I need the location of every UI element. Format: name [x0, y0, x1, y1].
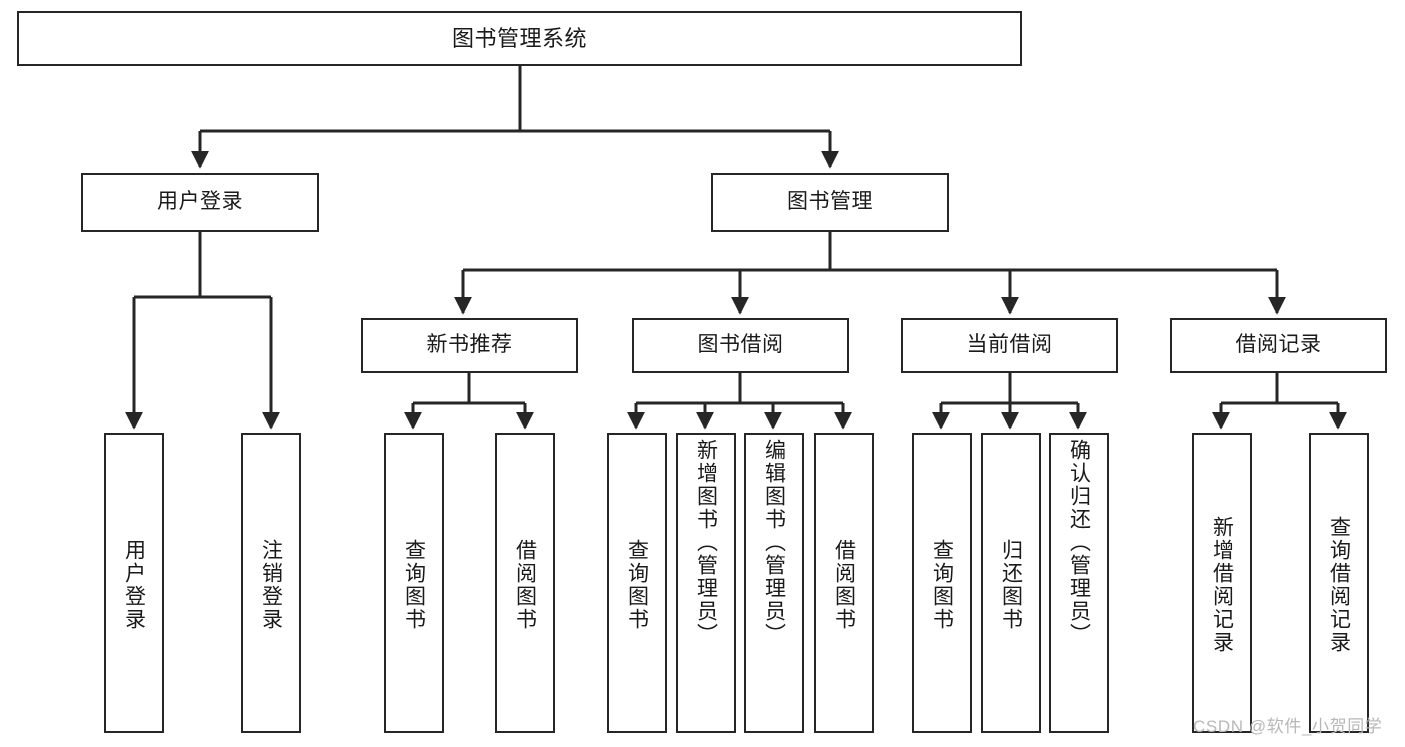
leaf-borrow-record-query[interactable]: 查询借阅记录 — [1309, 433, 1369, 733]
node-label: 查询图书 — [930, 539, 954, 631]
leaf-book-borrow-query[interactable]: 查询图书 — [607, 433, 667, 733]
node-label: 归还图书 — [999, 539, 1023, 631]
leaf-book-borrow-borrow[interactable]: 借阅图书 — [814, 433, 874, 733]
node-book-borrow[interactable]: 图书借阅 — [632, 318, 849, 373]
leaf-book-borrow-add[interactable]: 新增图书（管理员） — [676, 433, 736, 733]
node-label: 新书推荐 — [426, 333, 513, 357]
node-label: 借阅图书 — [832, 539, 856, 631]
node-label: 当前借阅 — [966, 333, 1053, 357]
node-new-book-recommend[interactable]: 新书推荐 — [361, 318, 578, 373]
leaf-current-borrow-confirm-return[interactable]: 确认归还（管理员） — [1049, 433, 1109, 733]
node-label: 注销登录 — [259, 539, 283, 631]
node-label: 借阅记录 — [1235, 333, 1322, 357]
node-borrow-record[interactable]: 借阅记录 — [1170, 318, 1387, 373]
leaf-borrow-record-add[interactable]: 新增借阅记录 — [1192, 433, 1252, 733]
node-label: 查询图书 — [625, 539, 649, 631]
node-label: 查询借阅记录 — [1327, 516, 1351, 654]
node-label: 新增借阅记录 — [1210, 516, 1234, 654]
leaf-current-borrow-return[interactable]: 归还图书 — [981, 433, 1041, 733]
node-label: 借阅图书 — [513, 539, 537, 631]
leaf-book-borrow-edit[interactable]: 编辑图书（管理员） — [744, 433, 804, 733]
node-current-borrow[interactable]: 当前借阅 — [901, 318, 1118, 373]
node-label: 用户登录 — [157, 190, 243, 214]
node-label: 编辑图书（管理员） — [762, 439, 786, 646]
leaf-user-login-login[interactable]: 用户登录 — [104, 433, 164, 733]
node-book-management[interactable]: 图书管理 — [711, 173, 949, 232]
node-label: 图书管理 — [787, 190, 873, 214]
node-label: 查询图书 — [402, 539, 426, 631]
node-user-login[interactable]: 用户登录 — [81, 173, 319, 232]
node-label: 确认归还（管理员） — [1067, 439, 1091, 646]
leaf-current-borrow-query[interactable]: 查询图书 — [912, 433, 972, 733]
node-label: 图书管理系统 — [451, 25, 587, 51]
watermark-text: CSDN @软件_小贺同学 — [1193, 717, 1383, 736]
leaf-user-login-logout[interactable]: 注销登录 — [241, 433, 301, 733]
node-root-system[interactable]: 图书管理系统 — [17, 11, 1022, 66]
node-label: 新增图书（管理员） — [694, 439, 718, 646]
leaf-new-book-query[interactable]: 查询图书 — [384, 433, 444, 733]
node-label: 用户登录 — [122, 539, 146, 631]
node-label: 图书借阅 — [697, 333, 784, 357]
leaf-new-book-borrow[interactable]: 借阅图书 — [495, 433, 555, 733]
